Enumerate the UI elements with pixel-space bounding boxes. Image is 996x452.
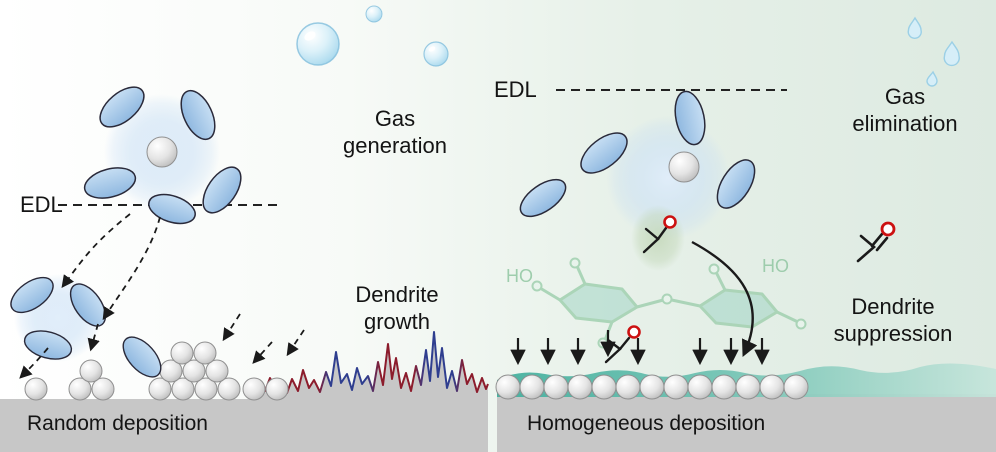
metal-ion <box>668 151 700 183</box>
acetate-molecule-icon <box>856 221 896 263</box>
uniform-flux-arrows <box>510 330 770 366</box>
ho-label-right: HO <box>762 256 789 276</box>
bubble-icon <box>365 5 383 23</box>
droplet-icon <box>943 40 960 67</box>
solvated-ion-right <box>519 90 756 240</box>
deposition-arrow <box>691 240 758 358</box>
electrode-right <box>497 394 996 452</box>
bubble-icon <box>296 22 340 66</box>
water-droplet-icons <box>907 16 960 87</box>
droplet-icon <box>907 16 922 39</box>
ho-label-left: HO <box>506 266 533 286</box>
edl-label-left: EDL <box>20 192 63 217</box>
dendrite-growth-label: Dendrite growth <box>355 282 439 334</box>
ion-row <box>495 374 809 400</box>
dendrite-suppression-label: Dendrite suppression <box>833 294 953 346</box>
gas-elimination-label: Gas elimination <box>852 84 958 136</box>
acetate-molecule-icon <box>642 215 677 254</box>
dendrite-profile <box>254 331 489 452</box>
solvated-ion-top-left <box>83 86 242 225</box>
solvated-ion-lower-left <box>10 274 107 362</box>
gas-generation-label: Gas generation <box>343 106 447 158</box>
metal-ion <box>146 136 178 168</box>
ion-pile <box>24 341 289 401</box>
edl-label-right: EDL <box>494 77 537 102</box>
gas-bubble-icons <box>296 5 449 67</box>
random-path-arrows <box>19 213 305 379</box>
caption-random-deposition: Random deposition <box>27 412 208 435</box>
solvent-molecule <box>122 336 162 378</box>
polymer-additive: HO HO <box>506 256 807 349</box>
bubble-icon <box>423 41 449 67</box>
additive-coordination <box>631 205 685 271</box>
droplet-icon <box>926 70 938 87</box>
caption-homogeneous-deposition: Homogeneous deposition <box>527 412 766 435</box>
